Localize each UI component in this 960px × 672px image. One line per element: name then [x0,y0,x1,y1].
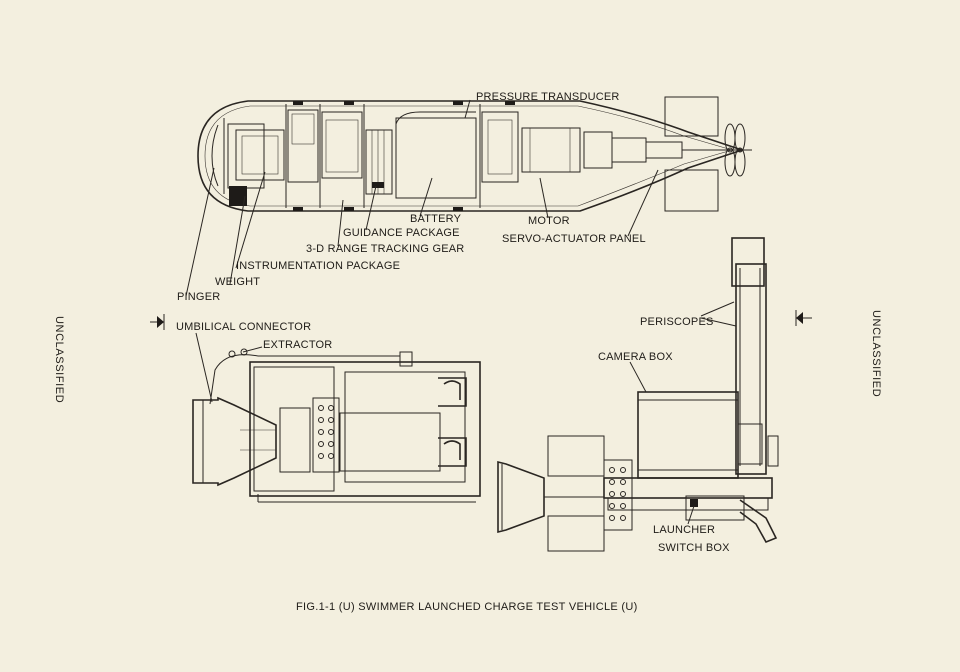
classification-left: UNCLASSIFIED [53,316,65,403]
label-camera-box: CAMERA BOX [598,351,673,363]
top-leader-lines [185,99,659,297]
label-umbilical-connector: UMBILICAL CONNECTOR [176,321,311,333]
label-pinger: PINGER [177,291,220,303]
label-guidance-package: GUIDANCE PACKAGE [343,227,460,239]
label-periscopes: PERISCOPES [640,316,714,328]
label-extractor: EXTRACTOR [263,339,332,351]
label-weight: WEIGHT [215,276,260,288]
label-pressure-transducer: PRESSURE TRANSDUCER [476,91,620,103]
label-switch-box: SWITCH BOX [658,542,730,554]
left-vehicle-diagram [192,348,481,503]
figure-caption: FIG.1-1 (U) SWIMMER LAUNCHED CHARGE TEST… [296,601,638,613]
label-motor: MOTOR [528,215,570,227]
classification-right: UNCLASSIFIED [870,310,882,397]
section-arrow-right-icon [795,310,812,326]
label-battery: BATTERY [410,213,462,225]
label-servo-actuator-panel: SERVO-ACTUATOR PANEL [502,233,646,245]
left-leader-lines [195,332,263,403]
top-vehicle-diagram [197,96,752,212]
label-range-tracking-gear: 3-D RANGE TRACKING GEAR [306,243,464,255]
label-launcher: LAUNCHER [653,524,715,536]
right-leader-lines [629,301,737,525]
right-vehicle-diagram [497,237,779,552]
section-arrow-left-icon [150,314,165,330]
label-instrumentation-package: INSTRUMENTATION PACKAGE [236,260,400,272]
